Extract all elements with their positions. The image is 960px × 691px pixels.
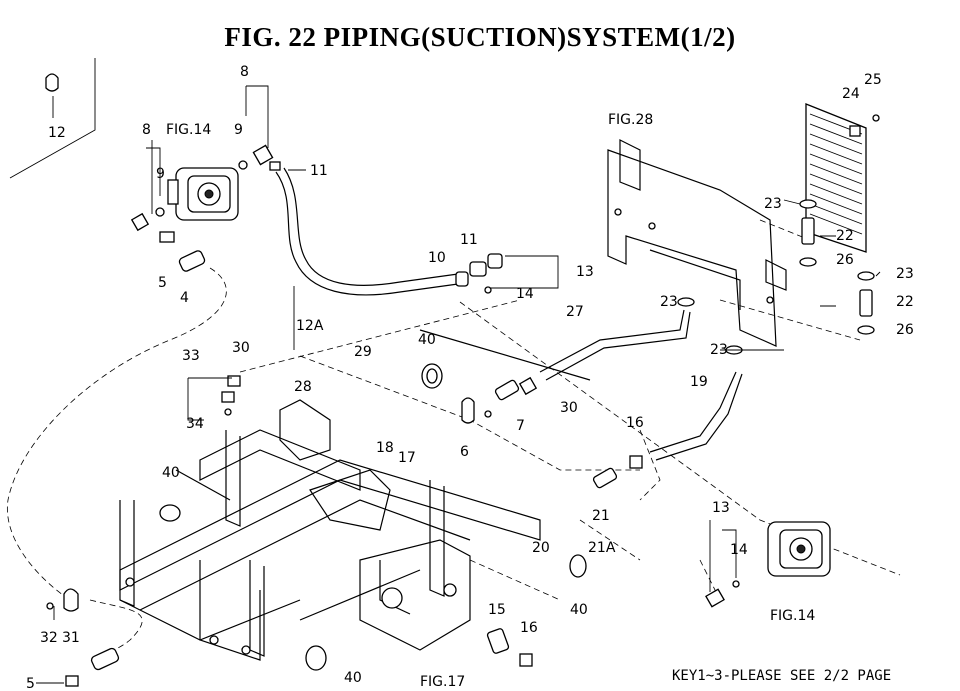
label-40-left: 40 xyxy=(162,465,180,481)
label-23-d: 23 xyxy=(710,342,728,358)
label-22-a: 22 xyxy=(836,228,854,244)
label-4: 4 xyxy=(180,290,189,306)
label-40-bottom: 40 xyxy=(344,670,362,686)
label-16-mid: 16 xyxy=(626,415,644,431)
label-11-mid: 11 xyxy=(460,232,478,248)
label-12a: 12A xyxy=(296,318,324,334)
label-14-top: 14 xyxy=(516,286,534,302)
label-31: 31 xyxy=(62,630,80,646)
suction-hose-10 xyxy=(275,167,503,296)
label-5-upper: 5 xyxy=(158,275,167,291)
pipe-and-fittings-center xyxy=(221,375,618,489)
label-12: 12 xyxy=(48,125,66,141)
label-28: 28 xyxy=(294,379,312,395)
label-20: 20 xyxy=(532,540,550,556)
label-11-top: 11 xyxy=(310,163,328,179)
label-40-top: 40 xyxy=(418,332,436,348)
label-24: 24 xyxy=(842,86,860,102)
pipes-27-19 xyxy=(486,309,743,667)
frame-routing-lines xyxy=(239,219,901,601)
corner-section-divider xyxy=(9,58,96,179)
label-13-top: 13 xyxy=(576,264,594,280)
seals-40 xyxy=(159,363,587,671)
main-frame xyxy=(119,329,591,661)
fittings-lower-left xyxy=(46,588,120,687)
footer-note: KEY1~3-PLEASE SEE 2/2 PAGE xyxy=(672,668,892,684)
label-10: 10 xyxy=(428,250,446,266)
label-16-low: 16 xyxy=(520,620,538,636)
label-19: 19 xyxy=(690,374,708,390)
fittings-upper-left xyxy=(130,144,281,272)
label-17: 17 xyxy=(398,450,416,466)
drain-hose-routing xyxy=(6,267,227,663)
label-25: 25 xyxy=(864,72,882,88)
label-30-mid: 30 xyxy=(560,400,578,416)
label-14-low: 14 xyxy=(730,542,748,558)
label-33: 33 xyxy=(182,348,200,364)
label-23-c: 23 xyxy=(660,294,678,310)
oil-cooler-24 xyxy=(805,103,880,253)
label-8-top: 8 xyxy=(240,64,249,80)
label-26-b: 26 xyxy=(896,322,914,338)
part-labels: 12 8 8 FIG.14 9 9 11 11 10 13 14 12A 5 4… xyxy=(26,64,914,691)
label-40-right: 40 xyxy=(570,602,588,618)
label-9-left: 9 xyxy=(156,166,165,182)
label-18: 18 xyxy=(376,440,394,456)
label-8-left: 8 xyxy=(142,122,151,138)
label-13-low: 13 xyxy=(712,500,730,516)
label-27: 27 xyxy=(566,304,584,320)
label-34: 34 xyxy=(186,416,204,432)
label-22-b: 22 xyxy=(896,294,914,310)
label-9-top: 9 xyxy=(234,122,243,138)
label-5-lower: 5 xyxy=(26,676,35,691)
bracket-fig28 xyxy=(607,139,787,347)
label-6: 6 xyxy=(460,444,469,460)
label-15: 15 xyxy=(488,602,506,618)
hydraulic-pump-upper xyxy=(167,167,239,221)
label-23-b: 23 xyxy=(896,266,914,282)
label-21: 21 xyxy=(592,508,610,524)
label-30-left: 30 xyxy=(232,340,250,356)
label-21a: 21A xyxy=(588,540,616,556)
label-fig14-lower: FIG.14 xyxy=(770,608,815,624)
label-fig17: FIG.17 xyxy=(420,674,465,690)
label-fig14-upper: FIG.14 xyxy=(166,122,211,138)
hydraulic-pump-lower xyxy=(705,521,831,608)
clamp-12 xyxy=(45,73,59,118)
label-23-a: 23 xyxy=(764,196,782,212)
figure-title: FIG. 22 PIPING(SUCTION)SYSTEM(1/2) xyxy=(224,22,736,52)
label-32: 32 xyxy=(40,630,58,646)
label-7: 7 xyxy=(516,418,525,434)
label-29: 29 xyxy=(354,344,372,360)
label-26-a: 26 xyxy=(836,252,854,268)
label-fig28: FIG.28 xyxy=(608,112,653,128)
leader-lines xyxy=(36,85,881,684)
